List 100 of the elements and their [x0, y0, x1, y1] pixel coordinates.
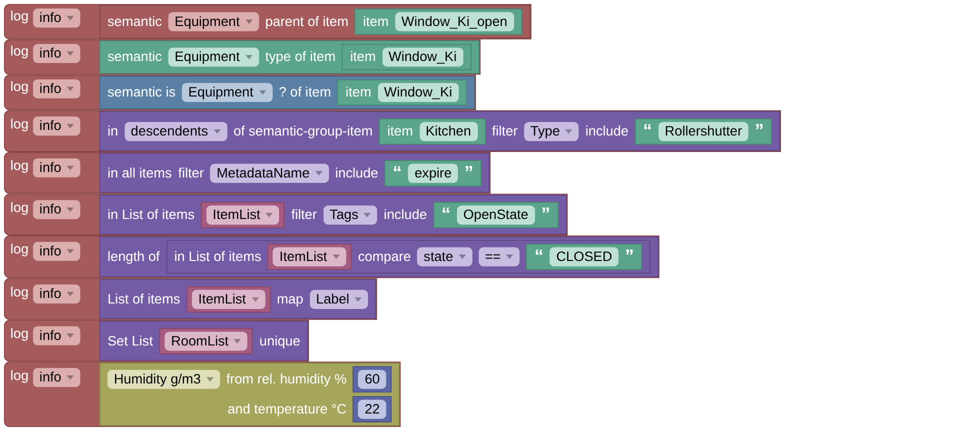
code-block [268, 244, 352, 270]
code-block [384, 160, 482, 186]
code-block [342, 44, 472, 70]
dropdown: info [33, 200, 80, 220]
quote-mark: ” [624, 250, 634, 264]
block-label: log [10, 116, 29, 132]
block-label: in all items [107, 165, 172, 181]
code-block [99, 111, 780, 152]
block-label: log [10, 368, 29, 384]
block-label: filter [178, 165, 204, 181]
dropdown: info [33, 8, 80, 28]
block-label: include [384, 206, 427, 222]
code-block [186, 286, 270, 312]
block-label: semantic is [107, 84, 176, 100]
block-label: log [10, 242, 29, 258]
code-block [159, 328, 254, 354]
dropdown: descendents [124, 122, 228, 141]
dropdown: info [33, 284, 80, 304]
code-block [200, 201, 285, 228]
input-field: expire [408, 163, 458, 182]
dropdown: == [478, 247, 520, 266]
dropdown: Type [524, 122, 579, 141]
log-block [4, 362, 401, 427]
block-label: log [10, 79, 29, 95]
block-label: and temperature °C [228, 402, 347, 418]
block-label: ? of item [278, 84, 332, 100]
dropdown: MetadataName [210, 163, 329, 182]
block-label: length of [107, 249, 160, 265]
block-label: filter [492, 123, 518, 139]
block-label: List of items [107, 291, 180, 307]
input-field: OpenState [456, 205, 535, 224]
dropdown: info [33, 116, 80, 136]
dropdown: info [33, 326, 80, 346]
dropdown: ItemList [192, 289, 266, 309]
block-label: Set List [107, 333, 153, 348]
quote-mark: ” [464, 166, 474, 180]
block-label: include [585, 123, 628, 139]
block-label: parent of item [265, 14, 348, 30]
dropdown: Humidity g/m3 [107, 370, 220, 389]
block-label: log [10, 8, 29, 24]
dropdown: RoomList [164, 331, 248, 350]
block-label: item [350, 49, 376, 65]
code-block [337, 79, 467, 106]
block-label: type of item [265, 49, 336, 65]
block-label: log [10, 200, 29, 216]
input-field: 60 [358, 370, 386, 389]
block-label: from rel. humidity % [226, 372, 347, 388]
input-field: Window_Ki_open [395, 12, 514, 32]
block-label: include [335, 165, 378, 181]
input-field: CLOSED [550, 247, 619, 266]
block-label: in List of items [107, 206, 194, 222]
quote-mark: “ [534, 250, 544, 264]
code-block [99, 320, 308, 361]
log-block [4, 110, 782, 152]
block-label: unique [259, 333, 300, 348]
block-label: map [276, 291, 304, 307]
block-label: compare [358, 249, 411, 265]
dropdown: Equipment [168, 12, 259, 32]
code-block [352, 366, 392, 392]
dropdown: info [33, 79, 80, 98]
code-block [99, 362, 400, 426]
input-field: 22 [358, 400, 386, 419]
code-block [99, 279, 377, 319]
block-label: of semantic-group-item [233, 123, 373, 139]
block-label: log [10, 326, 29, 342]
log-block [4, 74, 476, 110]
block-label: filter [291, 206, 317, 222]
input-field: Window_Ki [378, 82, 458, 102]
code-block [379, 118, 486, 144]
block-label: item [346, 84, 372, 100]
block-label: log [10, 158, 29, 174]
dropdown: ItemList [273, 247, 346, 266]
quote-mark: “ [442, 208, 451, 222]
log-block [4, 152, 491, 194]
log-block [4, 39, 480, 75]
dropdown: ItemList [206, 205, 280, 224]
dropdown: info [33, 44, 80, 63]
dropdown: Equipment [182, 82, 272, 102]
code-block [99, 152, 490, 193]
code-block [99, 4, 530, 38]
log-block [4, 4, 531, 40]
block-label: item [362, 14, 389, 30]
log-block [4, 278, 378, 320]
block-label: in List of items [174, 249, 262, 265]
code-block [99, 194, 566, 235]
dropdown: Label [310, 289, 368, 309]
code-block [354, 8, 522, 35]
code-block [634, 118, 772, 144]
quote-mark: ” [754, 124, 764, 138]
code-block [166, 240, 650, 274]
block-label: item [387, 123, 413, 139]
block-label: semantic [107, 14, 162, 30]
dropdown: state [417, 247, 472, 266]
quote-mark: “ [643, 124, 652, 138]
block-label: semantic [107, 49, 162, 65]
input-field: Kitchen [419, 122, 478, 141]
quote-mark: “ [392, 166, 402, 180]
log-block [4, 194, 568, 236]
log-block [4, 235, 660, 278]
code-block [99, 236, 659, 278]
